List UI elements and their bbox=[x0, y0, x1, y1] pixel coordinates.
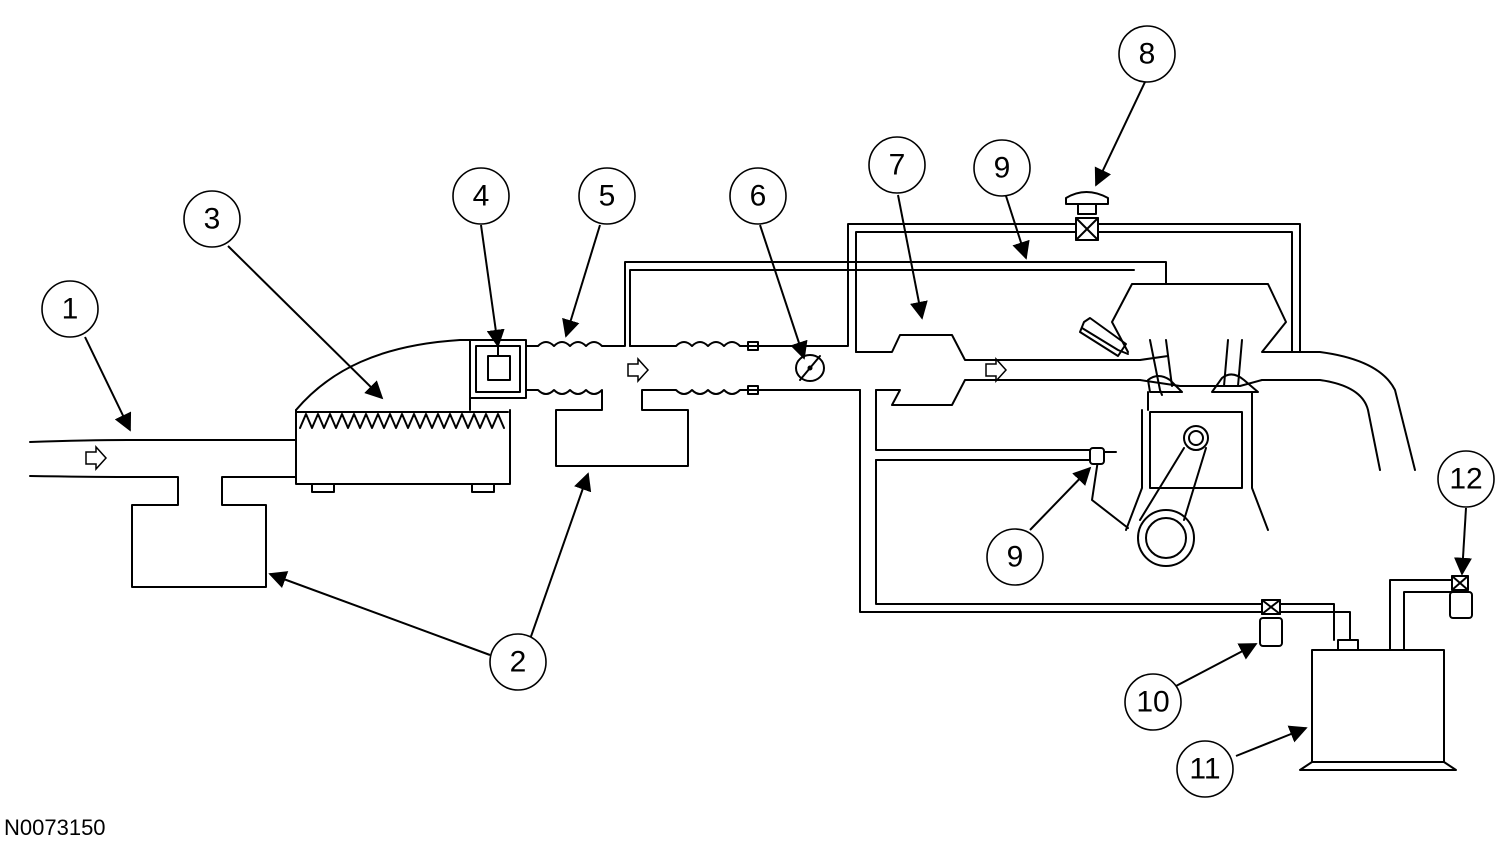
callout-2-label: 2 bbox=[510, 646, 527, 679]
callout-12: 12 bbox=[1437, 450, 1495, 508]
callout-10: 10 bbox=[1124, 673, 1182, 731]
air-cleaner-housing bbox=[295, 339, 511, 493]
charcoal-canister bbox=[1299, 579, 1457, 771]
callout-2: 2 bbox=[489, 633, 547, 691]
callout-3-label: 3 bbox=[204, 203, 221, 236]
callout-9-bottom-label: 9 bbox=[1007, 541, 1024, 574]
callout-9-bottom: 9 bbox=[986, 528, 1044, 586]
crankcase-vent-fitting bbox=[1089, 447, 1117, 465]
throttle-body bbox=[795, 354, 825, 382]
callout-7-label: 7 bbox=[889, 149, 906, 182]
callout-9-top: 9 bbox=[973, 139, 1031, 197]
intake-air-duct bbox=[525, 223, 1301, 467]
callout-5: 5 bbox=[578, 167, 636, 225]
flow-arrow-icon bbox=[627, 357, 650, 383]
flow-arrow-icon bbox=[985, 357, 1008, 383]
callout-11-label: 11 bbox=[1189, 753, 1220, 786]
intake-manifold bbox=[855, 231, 1351, 641]
callout-7: 7 bbox=[868, 136, 926, 194]
intake-inlet-pipe bbox=[29, 439, 297, 588]
piston-connecting-rod bbox=[1091, 411, 1243, 567]
leader-lines bbox=[84, 81, 1472, 757]
engine-cylinder-head bbox=[1079, 261, 1416, 531]
callout-8-label: 8 bbox=[1139, 38, 1156, 71]
callout-9-top-label: 9 bbox=[994, 152, 1011, 185]
callout-5-label: 5 bbox=[599, 180, 616, 213]
vent-valve bbox=[1065, 191, 1109, 241]
figure-reference: N0073150 bbox=[4, 815, 106, 840]
callout-11: 11 bbox=[1176, 740, 1234, 798]
flow-arrow-icon bbox=[85, 445, 108, 471]
mass-air-flow-sensor bbox=[469, 339, 527, 399]
callout-6-label: 6 bbox=[750, 180, 767, 213]
callout-12-label: 12 bbox=[1449, 463, 1482, 496]
callout-1-label: 1 bbox=[62, 293, 79, 326]
callout-3: 3 bbox=[183, 190, 241, 248]
callout-6: 6 bbox=[729, 167, 787, 225]
callout-1: 1 bbox=[41, 280, 99, 338]
callout-4-label: 4 bbox=[473, 180, 490, 213]
callout-4: 4 bbox=[452, 167, 510, 225]
callout-8: 8 bbox=[1118, 25, 1176, 83]
canister-vent-valve bbox=[1449, 575, 1473, 619]
callout-10-label: 10 bbox=[1136, 686, 1169, 719]
purge-valve bbox=[1259, 599, 1283, 647]
